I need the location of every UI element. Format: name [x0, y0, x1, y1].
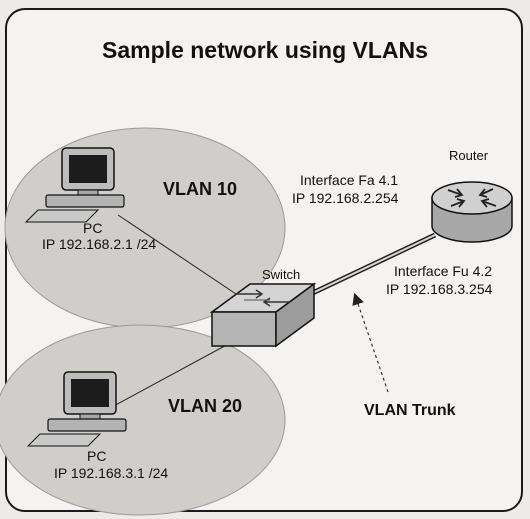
router-icon	[431, 181, 513, 243]
vlan-20-region	[0, 324, 286, 516]
diagram-title: Sample network using VLANs	[102, 37, 428, 63]
vlan-trunk-label: VLAN Trunk	[364, 402, 456, 419]
router-interface-1-name: Interface Fa 4.1	[300, 172, 398, 188]
pc-icon	[24, 147, 125, 223]
vlan-20-label: VLAN 20	[168, 396, 242, 416]
pc1-switch-link	[117, 214, 246, 301]
pc1-ip: IP 192.168.2.1 /24	[42, 236, 156, 252]
switch-icon	[209, 282, 317, 348]
router-interface-1-ip: IP 192.168.2.254	[292, 190, 399, 206]
pc-icon	[26, 371, 127, 447]
switch-label: Switch	[262, 267, 300, 282]
pc1-label: PC	[83, 220, 102, 236]
trunk-pointer-arrow	[352, 292, 389, 393]
pc2-ip: IP 192.168.3.1 /24	[54, 465, 168, 481]
pc2-label: PC	[87, 448, 106, 464]
trunk-link-highlight	[301, 234, 436, 299]
router-interface-2-name: Interface Fu 4.2	[394, 263, 492, 279]
pc2-switch-link	[109, 334, 246, 409]
vlan-10-label: VLAN 10	[163, 179, 237, 199]
router-label: Router	[449, 148, 489, 163]
router-interface-2-ip: IP 192.168.3.254	[386, 281, 493, 297]
